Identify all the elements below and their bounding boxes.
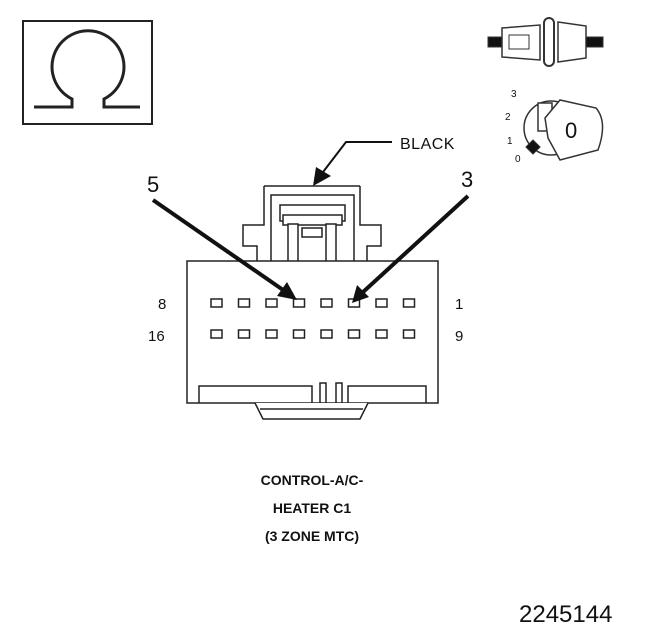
pin-number-16: 16 xyxy=(148,328,165,345)
connector-caption-line2: HEATER C1 xyxy=(272,500,352,516)
pin-cavity-8 xyxy=(210,298,223,308)
figure-id: 2245144 xyxy=(519,601,613,628)
pin-cavity-11 xyxy=(347,329,361,339)
pin-number-9: 9 xyxy=(455,328,464,345)
pin-cavity-12 xyxy=(320,329,333,339)
connector-caption-line1: CONTROL-A/C- xyxy=(260,472,364,488)
connector-plug-icon xyxy=(487,17,604,67)
pin-cavity-6 xyxy=(265,298,278,308)
callout-number-5: 5 xyxy=(147,172,160,197)
pin-cavity-14 xyxy=(265,329,278,339)
connector-body xyxy=(186,185,439,420)
ignition-position-1: 1 xyxy=(507,136,513,147)
ignition-key-icon xyxy=(523,99,604,161)
pin-cavity-9 xyxy=(402,329,416,339)
ignition-position-3: 3 xyxy=(511,89,517,100)
pin-number-1: 1 xyxy=(455,296,464,313)
pin-cavity-2 xyxy=(375,298,388,308)
pin-cavity-5 xyxy=(292,298,306,308)
ohm-meter-icon xyxy=(22,20,153,125)
ignition-position-2: 2 xyxy=(505,112,511,123)
pin-cavity-1 xyxy=(402,298,416,308)
color-leader-arrow xyxy=(313,141,392,186)
pin-cavity-16 xyxy=(210,329,223,339)
callout-arrow-pin-5 xyxy=(151,198,297,300)
pin-cavity-7 xyxy=(237,298,251,308)
callout-number-3: 3 xyxy=(461,167,474,192)
pin-cavity-13 xyxy=(292,329,306,339)
callout-arrow-pin-3 xyxy=(352,194,470,303)
connector-caption-line3: (3 ZONE MTC) xyxy=(264,528,360,544)
ignition-position-0: 0 xyxy=(515,154,521,165)
pin-cavity-15 xyxy=(237,329,251,339)
key-position-label: 0 xyxy=(565,118,578,143)
pin-cavity-10 xyxy=(375,329,388,339)
pin-cavities xyxy=(210,298,416,339)
pin-number-8: 8 xyxy=(158,296,167,313)
pin-cavity-4 xyxy=(320,298,333,308)
connector-color-label: BLACK xyxy=(400,136,455,153)
